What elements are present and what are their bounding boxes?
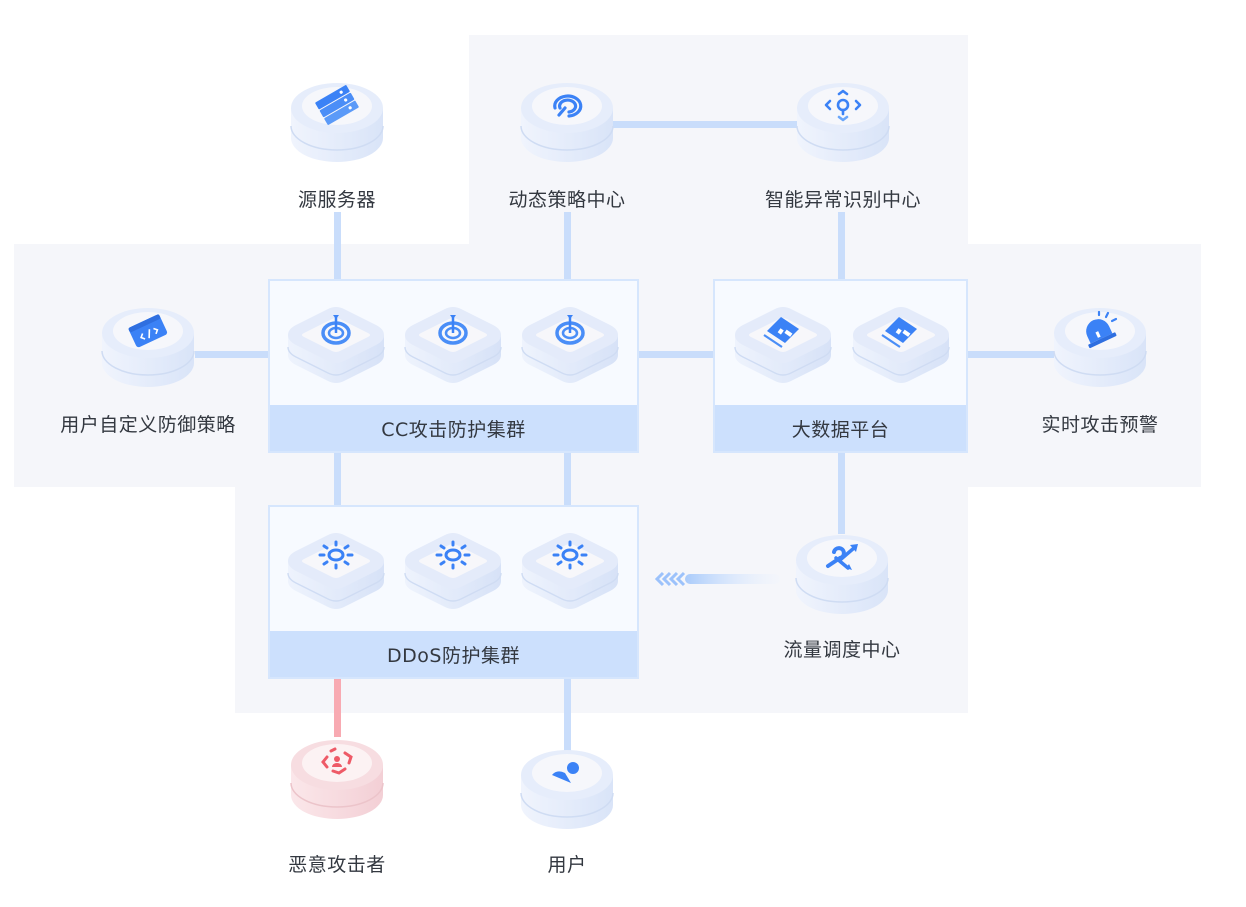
traffic-flow-arrow	[654, 569, 780, 593]
flow-chevron	[661, 571, 672, 587]
edge-cc-ddos-left	[334, 452, 341, 507]
edge-cc-ddos-right	[564, 452, 571, 507]
flow-arrow-shaft	[685, 574, 780, 584]
gear-icon	[318, 540, 354, 570]
flow-chevron	[654, 571, 665, 587]
gear-icon	[552, 540, 588, 570]
alarm-light-icon	[1086, 310, 1118, 349]
node-realtime-alert[interactable]	[1052, 303, 1148, 393]
cluster-cc[interactable]: CC攻击防护集群	[268, 279, 639, 453]
edge-dynamic-anomaly	[610, 121, 800, 128]
node-attacker[interactable]	[289, 735, 385, 825]
route-icon	[826, 544, 858, 570]
node-dynamic-policy[interactable]	[519, 78, 615, 168]
node-custom-policy[interactable]	[100, 303, 196, 393]
server-icon	[315, 85, 359, 125]
edge-custom-cc	[195, 351, 270, 358]
edge-user-ddos	[564, 677, 571, 767]
ddos-node	[401, 521, 505, 617]
node-user[interactable]	[519, 745, 615, 835]
edge-attacker-ddos	[334, 677, 341, 737]
cc-node	[518, 295, 622, 391]
gear-icon	[435, 540, 471, 570]
label-attacker: 恶意攻击者	[288, 854, 386, 876]
data-chart-icon	[763, 317, 799, 348]
ddos-node	[284, 521, 388, 617]
label-anomaly-detection: 智能异常识别中心	[764, 189, 922, 211]
label-realtime-alert: 实时攻击预警	[1041, 414, 1159, 436]
flow-chevron	[668, 571, 679, 587]
ddos-node	[518, 521, 622, 617]
label-traffic-scheduling: 流量调度中心	[783, 639, 901, 661]
data-chart-icon	[881, 317, 917, 348]
flow-chevron	[675, 571, 686, 587]
node-origin-server[interactable]	[289, 78, 385, 168]
label-custom-policy: 用户自定义防御策略	[60, 414, 236, 436]
edge-cc-bigdata	[637, 351, 715, 358]
dart-target-icon	[438, 315, 468, 345]
user-icon	[552, 762, 579, 783]
node-traffic-scheduling[interactable]	[794, 530, 890, 620]
attacker-icon	[321, 747, 353, 775]
target-locate-icon	[824, 89, 862, 122]
cluster-ddos-label: DDoS防护集群	[270, 631, 637, 677]
cluster-cc-label: CC攻击防护集群	[270, 405, 637, 451]
bigdata-node	[731, 295, 835, 391]
cluster-bigdata-label: 大数据平台	[715, 405, 966, 451]
edge-anomaly-bigdata	[838, 212, 845, 280]
label-user: 用户	[547, 854, 587, 876]
cc-node	[284, 295, 388, 391]
cc-node	[401, 295, 505, 391]
cluster-ddos[interactable]: DDoS防护集群	[268, 505, 639, 679]
dart-target-icon	[555, 315, 585, 345]
bigdata-node	[849, 295, 953, 391]
edge-bigdata-alert	[966, 351, 1056, 358]
label-dynamic-policy: 动态策略中心	[508, 189, 626, 211]
edge-dynamic-cc	[564, 212, 571, 280]
node-anomaly-detection[interactable]	[795, 78, 891, 168]
edge-origin-cc	[334, 212, 341, 280]
code-card-icon	[128, 314, 168, 348]
label-origin-server: 源服务器	[297, 189, 377, 211]
dart-target-icon	[321, 315, 351, 345]
cluster-bigdata[interactable]: 大数据平台	[713, 279, 968, 453]
signal-icon	[553, 94, 583, 118]
edge-bigdata-traffic	[838, 452, 845, 534]
